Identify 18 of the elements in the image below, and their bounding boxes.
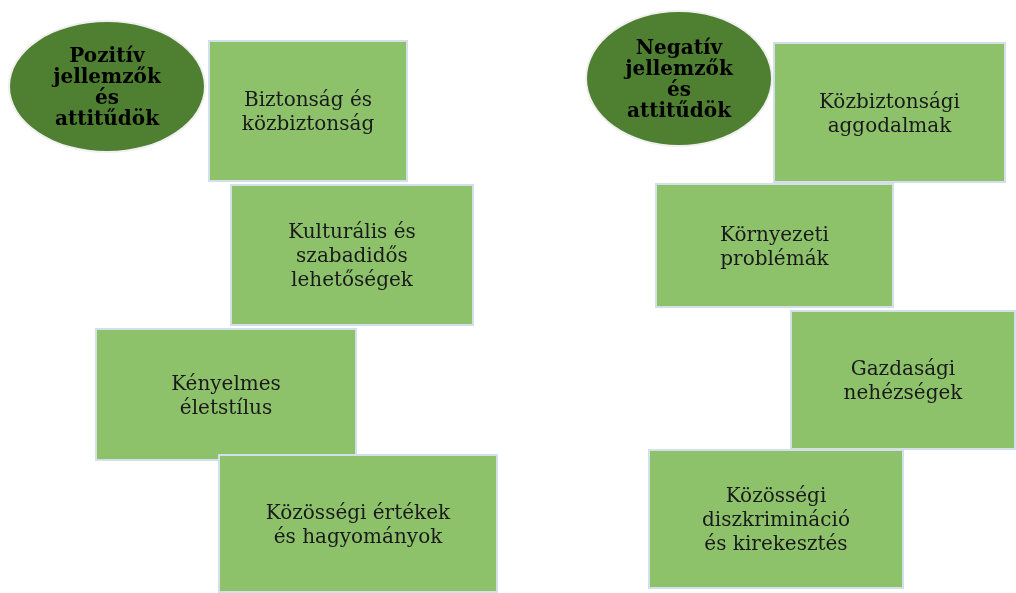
attribute-box	[218, 454, 498, 593]
attribute-box	[95, 328, 357, 461]
attribute-box	[773, 42, 1006, 183]
attribute-label: Közösségi értékek és hagyományok	[264, 499, 452, 548]
attribute-box	[208, 40, 408, 182]
attribute-label: Környezeti problémák	[719, 221, 830, 270]
attribute-label: Közösségi diszkrimináció és kirekesztés	[701, 483, 851, 555]
attribute-label: Közbiztonsági aggodalmak	[817, 88, 962, 137]
category-title: Pozitív jellemzők és attitűdök	[50, 44, 163, 129]
attribute-label: Kulturális és szabadidős lehetőségek	[287, 219, 417, 291]
attribute-box	[648, 449, 904, 589]
attribute-label: Kényelmes életstílus	[170, 370, 282, 419]
attribute-label: Biztonság és közbiztonság	[240, 87, 376, 135]
attribute-label: Gazdasági nehézségek	[842, 356, 964, 404]
category-title: Negatív jellemzők és attitűdök	[622, 36, 735, 121]
attribute-box	[230, 184, 474, 326]
attribute-box	[790, 310, 1016, 450]
attribute-box	[655, 183, 894, 308]
